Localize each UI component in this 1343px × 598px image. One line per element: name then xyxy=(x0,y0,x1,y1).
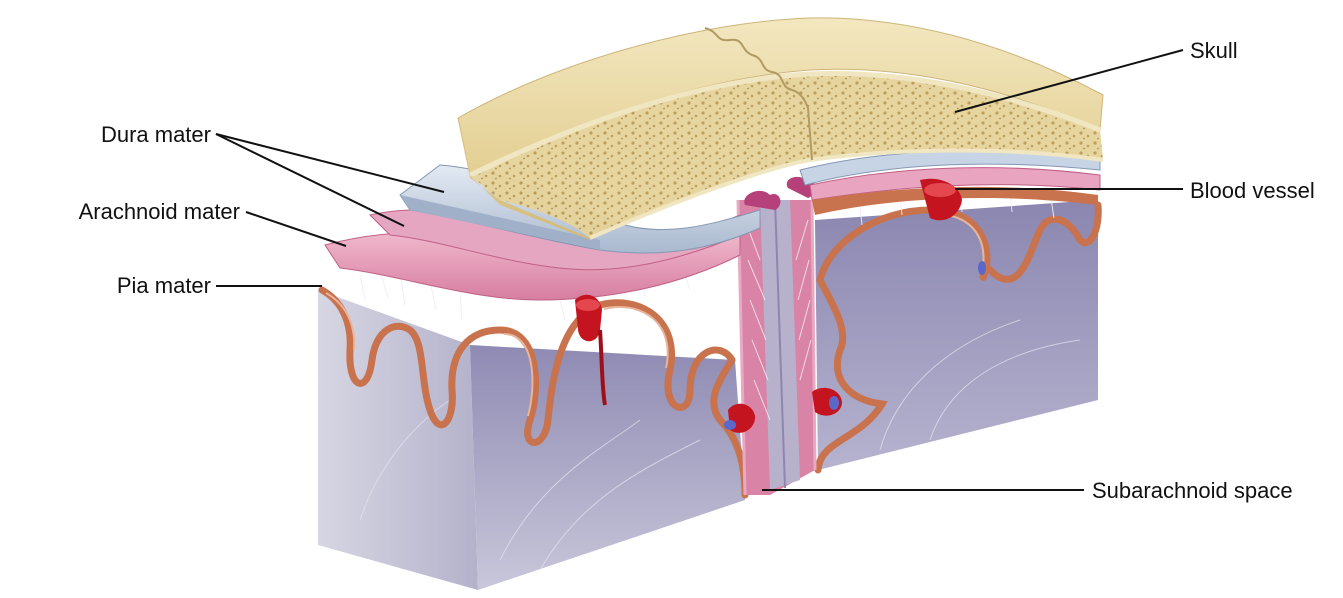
leader-dura-2 xyxy=(216,134,404,226)
label-pia-mater: Pia mater xyxy=(117,273,211,298)
leader-arachnoid xyxy=(246,212,346,246)
label-blood-vessel: Blood vessel xyxy=(1190,178,1315,203)
label-dura-mater: Dura mater xyxy=(101,122,211,147)
label-skull: Skull xyxy=(1190,38,1238,63)
label-arachnoid-mater: Arachnoid mater xyxy=(79,199,240,224)
leader-dura-1 xyxy=(216,134,444,192)
label-subarachnoid-space: Subarachnoid space xyxy=(1092,478,1293,503)
